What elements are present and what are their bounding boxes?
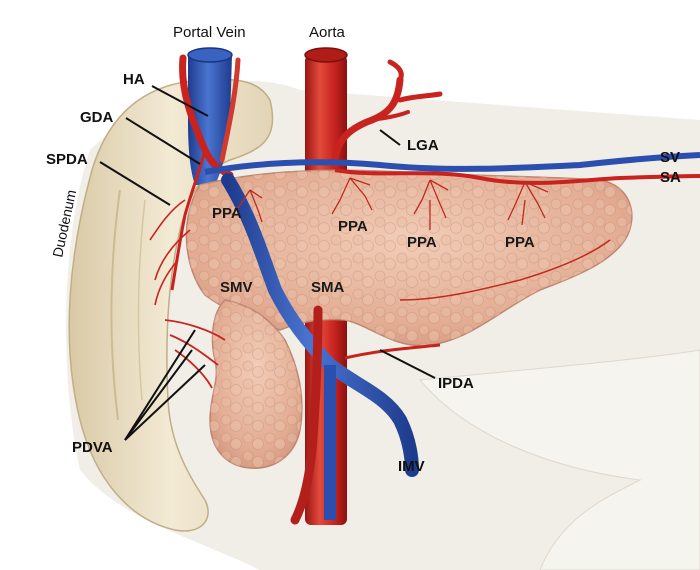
ppa-label-4: PPA — [505, 234, 535, 251]
splenic-artery — [334, 168, 700, 185]
lga-branch-3 — [370, 110, 410, 122]
aorta-lumen — [304, 47, 348, 63]
leader-ipda — [379, 349, 436, 379]
ppa-branch-tree-4 — [507, 181, 549, 226]
portal-vein-label: Portal Vein — [173, 24, 246, 41]
duodenum-fold-line-2 — [137, 199, 146, 401]
leader-pdva-2 — [124, 349, 193, 441]
ipda-label: IPDA — [438, 375, 474, 392]
hepatic-artery-branch — [219, 57, 241, 163]
leader-spda — [99, 161, 171, 206]
inferior-pancreaticoduodenal-artery — [344, 343, 441, 360]
superior-mesenteric-artery — [290, 305, 323, 525]
ppa-branch-tree-3 — [413, 179, 449, 230]
spda-branches — [149, 199, 191, 306]
gda-label: GDA — [80, 109, 114, 126]
ppa-branch-tree-2 — [331, 177, 373, 215]
spda-label: SPDA — [46, 151, 88, 168]
pancreatic-arcade — [399, 239, 611, 301]
portal-vein-lumen — [187, 47, 233, 63]
sma-label: SMA — [311, 279, 345, 296]
pancreas-lobule-texture — [186, 170, 632, 346]
lga-branch-2 — [397, 91, 443, 103]
leader-gda — [125, 117, 201, 165]
splenic-vein — [204, 152, 700, 175]
ppa-branch-tree-1 — [231, 189, 263, 223]
gastroduodenal-artery — [170, 149, 207, 291]
imv-label: IMV — [398, 458, 425, 475]
peritoneal-fold — [419, 349, 700, 570]
pdva-vessels — [164, 319, 226, 389]
aorta-label: Aorta — [309, 24, 346, 41]
sa-label: SA — [660, 169, 681, 186]
smv-label: SMV — [220, 279, 253, 296]
ppa-label-3: PPA — [407, 234, 437, 251]
pdva-label: PDVA — [72, 439, 113, 456]
leader-lga — [379, 129, 401, 146]
lga-branch-1 — [387, 59, 404, 83]
superior-mesenteric-vein — [221, 173, 419, 477]
lga-label: LGA — [407, 137, 439, 154]
sv-label: SV — [660, 149, 680, 166]
ppa-label-1: PPA — [212, 205, 242, 222]
uncinate-lobule-texture — [210, 300, 302, 469]
duodenum-fold-line — [110, 189, 121, 421]
ppa-label-2: PPA — [338, 218, 368, 235]
leader-pdva-1 — [124, 329, 196, 441]
leader-pdva-3 — [124, 364, 206, 441]
leader-ha — [151, 85, 209, 117]
ha-label: HA — [123, 71, 145, 88]
